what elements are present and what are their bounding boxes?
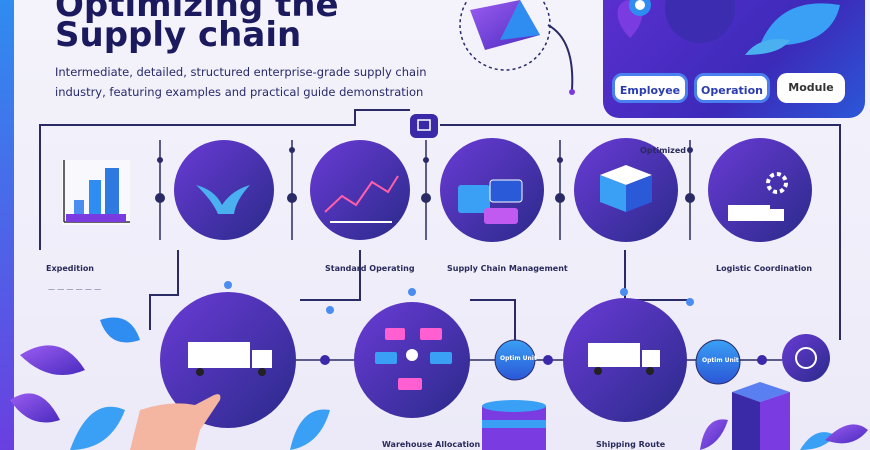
end-node	[782, 334, 830, 382]
page-subtitle: Intermediate, detailed, structured enter…	[55, 65, 427, 79]
stage-label-supply-chain: Supply Chain Management	[447, 264, 568, 273]
leaf-icon	[745, 3, 840, 55]
stage-label-shipping: Shipping Route	[596, 440, 666, 449]
legend-button-operation[interactable]: Operation	[694, 73, 770, 103]
connector-badge-label: Optim Unit	[702, 357, 739, 364]
stage-label-warehouse: Warehouse Allocation	[382, 440, 481, 449]
truck-icon	[563, 298, 687, 422]
hand-icon	[130, 394, 221, 450]
cube-icon	[574, 138, 678, 242]
connector-line	[547, 24, 574, 91]
page-subtitle-line2: industry, featuring examples and practic…	[55, 85, 424, 99]
stage-note: — — — — — —	[48, 285, 102, 293]
page-title: Optimizing the	[55, 0, 339, 25]
boxes-icon	[440, 138, 544, 242]
legend-button-employee[interactable]: Employee	[612, 73, 688, 103]
gear-icon	[708, 138, 812, 242]
network-icon	[354, 302, 470, 418]
stage-label-logistic: Logistic Coordination	[716, 264, 813, 273]
stage-label-expedition: Expedition	[46, 264, 95, 273]
truck-icon	[160, 292, 296, 428]
leaf-icon	[10, 317, 868, 450]
location-pin-icon	[617, 0, 651, 38]
stage-note-optimized: Optimized	[640, 146, 686, 155]
bar-chart-icon	[62, 160, 130, 225]
line-chart-icon	[310, 140, 410, 240]
open-box-icon	[410, 114, 438, 138]
database-icon	[482, 400, 546, 450]
bird-icon	[174, 140, 274, 240]
page-title-line2: Supply chain	[55, 15, 302, 55]
connector-badge	[695, 339, 741, 385]
legend-button-module[interactable]: Module	[777, 73, 845, 103]
globe-icon	[459, 0, 551, 71]
stage-label-standard-operating: Standard Operating	[325, 264, 415, 273]
cube-icon	[732, 382, 790, 450]
left-accent-bar	[0, 0, 14, 450]
connector-badge-label: Optim Unit	[500, 355, 537, 362]
